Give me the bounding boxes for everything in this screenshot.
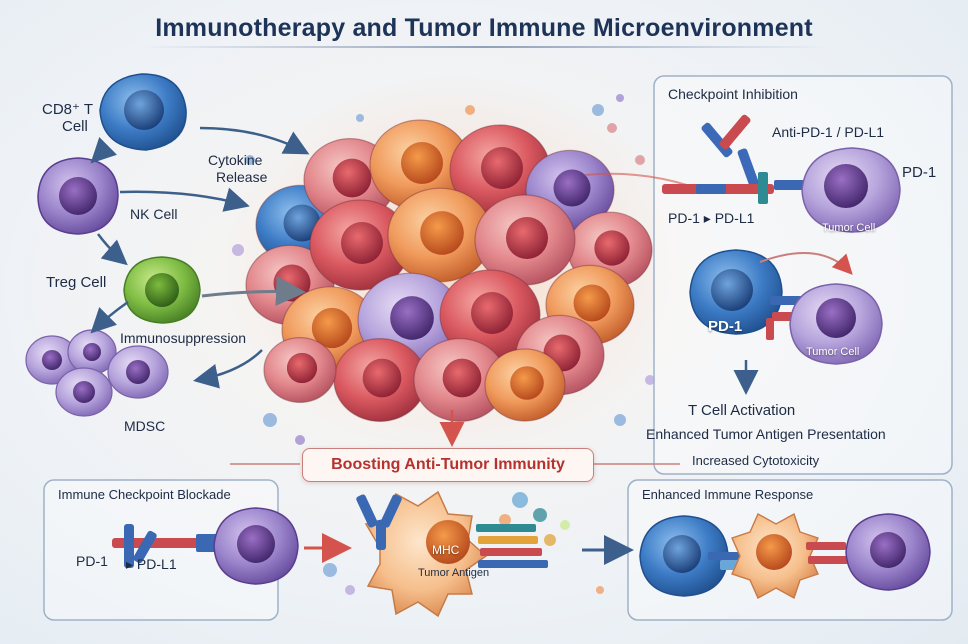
- t-cell-panel: [689, 249, 783, 335]
- tumor-cell: [333, 338, 427, 423]
- particle: [323, 563, 337, 577]
- tumor-cell: [309, 199, 411, 291]
- cytokine-arrow: [199, 126, 310, 155]
- treg-cell: [123, 256, 201, 324]
- cd8-t-cell: [99, 73, 187, 151]
- particle: [512, 492, 528, 508]
- blockade-panel-title: Immune Checkpoint Blockade: [58, 487, 231, 502]
- pd1-right-label: PD-1: [902, 164, 937, 181]
- apc-antibody: [356, 494, 402, 550]
- pd1-tcell-label: PD-1: [708, 318, 743, 335]
- boosting-banner-text: Boosting Anti-Tumor Immunity: [331, 456, 565, 473]
- scattered-particles: [232, 94, 655, 595]
- t-cell-activation-label: T Cell Activation: [688, 402, 796, 419]
- tumor-to-mdsc-arrow: [193, 349, 263, 389]
- enhanced-tumor-cell: [845, 513, 931, 591]
- enhanced-receptor-bars: [806, 542, 848, 564]
- cd8-label-line2: Cell: [62, 118, 88, 135]
- checkpoint-panel-title: Checkpoint Inhibition: [668, 86, 798, 102]
- cytotoxicity-label: Increased Cytotoxicity: [692, 453, 820, 468]
- particle: [635, 155, 645, 165]
- cytokine-label-line1: Cytokine: [208, 152, 263, 168]
- particle: [607, 123, 617, 133]
- blockade-pdl1-label: ▸ PD-L1: [126, 556, 177, 572]
- mhc-label: MHC: [432, 543, 460, 557]
- pd1-pdl1-complex: [662, 172, 804, 204]
- particle: [592, 104, 604, 116]
- particle: [345, 585, 355, 595]
- enhanced-t-cell: [639, 515, 729, 597]
- pd1-pdl1-interaction-label: PD-1 ▸ PD-L1: [668, 210, 755, 226]
- particle: [499, 514, 511, 526]
- cd8-label-line1: CD8⁺ T: [42, 101, 93, 118]
- blockade-pd1-label: PD-1: [76, 553, 108, 569]
- particle: [465, 105, 475, 115]
- cytokine-label-line2: Release: [216, 169, 268, 185]
- nk-cell: [37, 157, 119, 235]
- antigen-presentation-label: Enhanced Tumor Antigen Presentation: [646, 426, 886, 442]
- particle: [645, 375, 655, 385]
- nk-to-treg-arrow: [97, 233, 128, 266]
- treg-cell-label: Treg Cell: [46, 274, 107, 291]
- tumor-cell-bottom: [789, 283, 883, 365]
- tumor-cell: [449, 124, 551, 216]
- particle: [596, 586, 604, 594]
- mdsc-label: MDSC: [124, 418, 166, 434]
- particle: [544, 534, 556, 546]
- title-divider: [140, 46, 830, 48]
- mhc-receptors: [476, 524, 548, 568]
- tumor-antigen-label: Tumor Antigen: [418, 567, 490, 579]
- tumor-cell: [387, 187, 493, 283]
- cd8-to-nk-arrow: [90, 137, 117, 164]
- tumor-cell-top-label: Tumor Cell: [822, 222, 876, 234]
- particle: [614, 414, 626, 426]
- tumor-cell: [263, 337, 337, 404]
- boosting-banner: Boosting Anti-Tumor Immunity: [302, 448, 594, 482]
- tumor-mass: [245, 119, 653, 423]
- enhanced-panel-title: Enhanced Immune Response: [642, 487, 814, 502]
- nk-cell-label: NK Cell: [130, 206, 178, 222]
- tumor-to-checkpoint-link: [584, 172, 691, 187]
- antigen-presenting-cell: [364, 490, 488, 618]
- particle: [616, 94, 624, 102]
- mdsc-cluster: [25, 329, 169, 417]
- treg-to-mdsc-arrow: [90, 300, 129, 334]
- tumor-cell-bottom-label: Tumor Cell: [806, 346, 860, 358]
- page-title: Immunotherapy and Tumor Immune Microenvi…: [155, 14, 813, 42]
- t-cell-to-tumor-curve: [759, 252, 853, 275]
- treg-to-tumor-arrow: [201, 276, 306, 307]
- tumor-cell: [474, 194, 576, 286]
- particle: [560, 520, 570, 530]
- immunosuppression-label: Immunosuppression: [120, 330, 247, 346]
- particle: [295, 435, 305, 445]
- tumor-cell-top: [801, 147, 901, 233]
- particle: [356, 114, 364, 122]
- nk-to-tumor-arrow: [119, 187, 250, 212]
- tumor-cell: [439, 269, 541, 361]
- enhanced-apc-cell: [731, 512, 819, 600]
- particle: [245, 155, 255, 165]
- particle: [263, 413, 277, 427]
- particle: [232, 244, 244, 256]
- anti-pd1-label: Anti-PD-1 / PD-L1: [772, 124, 885, 140]
- anti-pd1-antibody: [701, 114, 761, 192]
- blockade-tumor-cell: [213, 507, 299, 585]
- particle: [533, 508, 547, 522]
- tumor-cell: [484, 348, 566, 422]
